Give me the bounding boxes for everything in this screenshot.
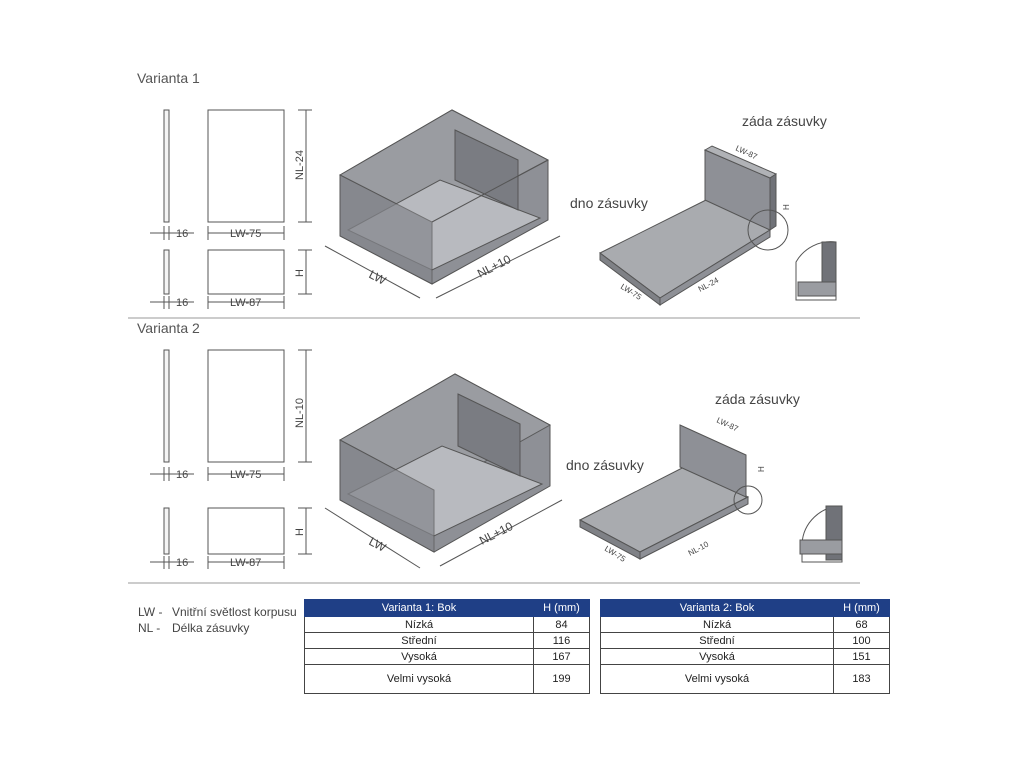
table-header: Varianta 1: Bok bbox=[304, 599, 534, 617]
variant2-plate bbox=[578, 424, 843, 563]
v1-dim-lw75: LW-75 bbox=[230, 228, 261, 240]
cell: Střední bbox=[304, 632, 534, 649]
v1-bottom-label: dno zásuvky bbox=[570, 195, 648, 211]
legend-desc: Vnitřní světlost korpusu bbox=[172, 605, 297, 619]
cell: 100 bbox=[833, 632, 890, 649]
table-header: H (mm) bbox=[533, 599, 590, 617]
cell: Nízká bbox=[304, 616, 534, 633]
v1-dim-16-top: 16 bbox=[176, 228, 188, 240]
cell: 84 bbox=[533, 616, 590, 633]
cell: 183 bbox=[833, 664, 890, 694]
cell: 116 bbox=[533, 632, 590, 649]
variant2-title: Varianta 2 bbox=[137, 320, 200, 336]
v2-dim-nl: NL-10 bbox=[294, 398, 306, 428]
v2-back-w: LW-87 bbox=[715, 416, 740, 434]
v2-dim-h: H bbox=[294, 528, 306, 536]
legend-item: NL - Délka zásuvky bbox=[138, 620, 297, 636]
variant1-title: Varianta 1 bbox=[137, 70, 200, 86]
v1-dim-lw87: LW-87 bbox=[230, 297, 261, 309]
table-header: Varianta 2: Bok bbox=[600, 599, 834, 617]
cell: 68 bbox=[833, 616, 890, 633]
legend-item: LW - Vnitřní světlost korpusu bbox=[138, 604, 297, 620]
v1-dim-nl: NL-24 bbox=[294, 150, 306, 180]
cell: Vysoká bbox=[304, 648, 534, 665]
legend-key: LW - bbox=[138, 605, 163, 619]
v2-base-d: NL-10 bbox=[687, 539, 711, 557]
v2-dim-16-low: 16 bbox=[176, 557, 188, 569]
v1-dim-16-low: 16 bbox=[176, 297, 188, 309]
variant1-plate bbox=[599, 145, 837, 306]
cell: Vysoká bbox=[600, 648, 834, 665]
legend-desc: Délka zásuvky bbox=[172, 621, 250, 635]
cell: 199 bbox=[533, 664, 590, 694]
v1-back-label: záda zásuvky bbox=[742, 113, 827, 129]
variant1-drawer-box bbox=[338, 109, 550, 285]
table-header: H (mm) bbox=[833, 599, 890, 617]
v1-dim-h: H bbox=[294, 269, 306, 277]
cell: 167 bbox=[533, 648, 590, 665]
v2-box-dims bbox=[324, 499, 563, 569]
cell: Velmi vysoká bbox=[600, 664, 834, 694]
v2-bottom-label: dno zásuvky bbox=[566, 457, 644, 473]
v2-back-label: záda zásuvky bbox=[715, 391, 800, 407]
variant2-side-panels bbox=[150, 349, 312, 569]
v1-back-h: H bbox=[782, 204, 791, 210]
variant2-drawer-box bbox=[338, 373, 552, 553]
v2-dim-16-top: 16 bbox=[176, 469, 188, 481]
variant1-side-panels bbox=[150, 109, 312, 309]
v2-dim-lw75: LW-75 bbox=[230, 469, 261, 481]
v1-box-dims bbox=[324, 235, 561, 299]
cell: Nízká bbox=[600, 616, 834, 633]
cell: Střední bbox=[600, 632, 834, 649]
legend: LW - Vnitřní světlost korpusu NL - Délka z… bbox=[138, 604, 297, 636]
v2-dim-lw87: LW-87 bbox=[230, 557, 261, 569]
v2-back-h: H bbox=[757, 466, 766, 472]
cell: 151 bbox=[833, 648, 890, 665]
cell: Velmi vysoká bbox=[304, 664, 534, 694]
legend-key: NL - bbox=[138, 621, 161, 635]
v2-box-lw: LW bbox=[367, 534, 389, 555]
